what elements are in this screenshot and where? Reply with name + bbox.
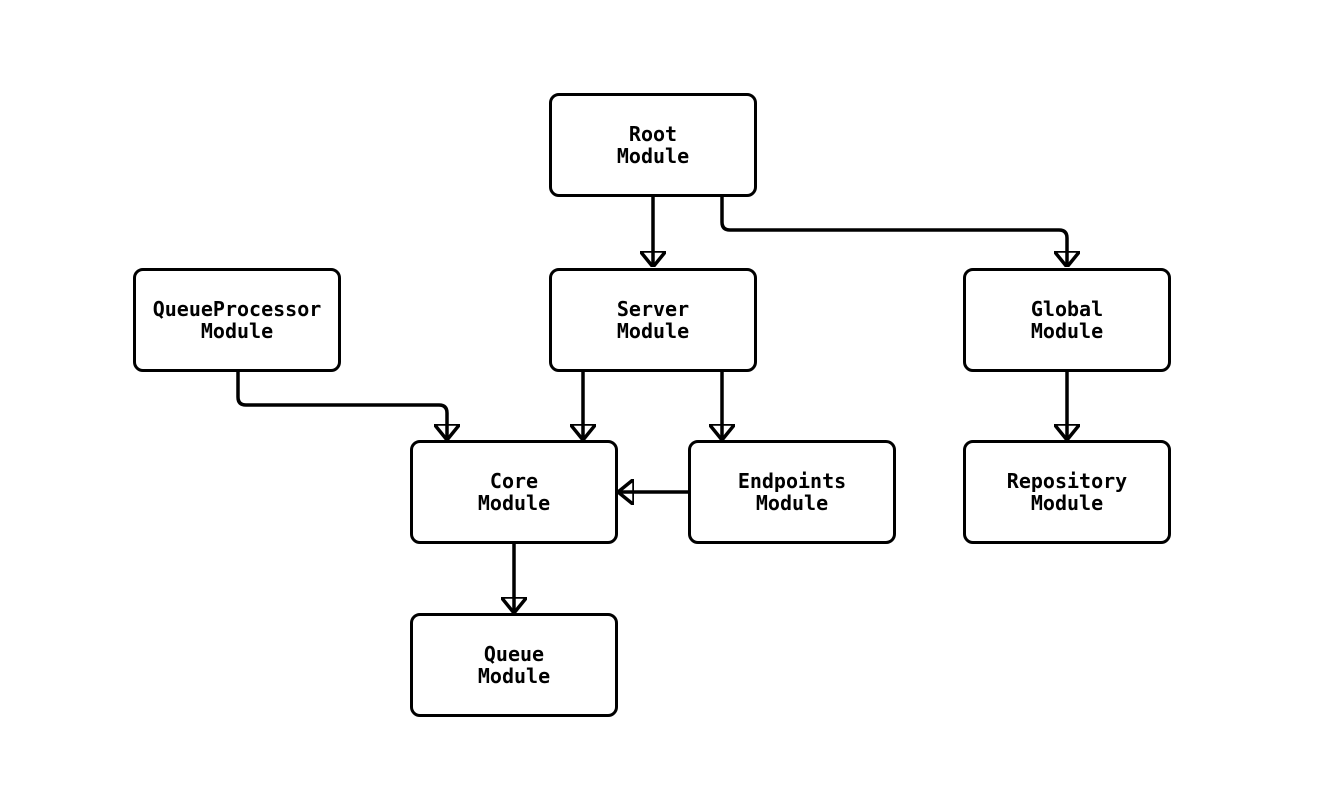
node-label-line: Module [477, 664, 551, 688]
node-label-line: Module [1030, 319, 1104, 343]
node-root-module: Root Module [549, 93, 757, 197]
node-label-line: Repository [1006, 469, 1128, 493]
node-label-line: Module [1030, 491, 1104, 515]
edge-queueprocessor-to-core [236, 372, 447, 439]
node-label-line: Module [477, 491, 551, 515]
node-label-line: Global [1030, 297, 1104, 321]
node-repository-module: Repository Module [963, 440, 1171, 544]
node-label-line: Root [628, 122, 678, 146]
node-queue-module: Queue Module [410, 613, 618, 717]
node-label-line: Module [616, 144, 690, 168]
node-label-line: Module [755, 491, 829, 515]
edge-root-to-global [720, 197, 1067, 266]
node-label-line: Module [200, 319, 274, 343]
node-label-line: Endpoints [737, 469, 847, 493]
node-label-line: Queue [483, 642, 545, 666]
node-queueprocessor-module: QueueProcessor Module [133, 268, 341, 372]
node-label-line: Core [489, 469, 539, 493]
node-label-line: QueueProcessor [152, 297, 322, 321]
node-core-module: Core Module [410, 440, 618, 544]
node-endpoints-module: Endpoints Module [688, 440, 896, 544]
node-label-line: Module [616, 319, 690, 343]
node-global-module: Global Module [963, 268, 1171, 372]
node-server-module: Server Module [549, 268, 757, 372]
node-label-line: Server [616, 297, 690, 321]
